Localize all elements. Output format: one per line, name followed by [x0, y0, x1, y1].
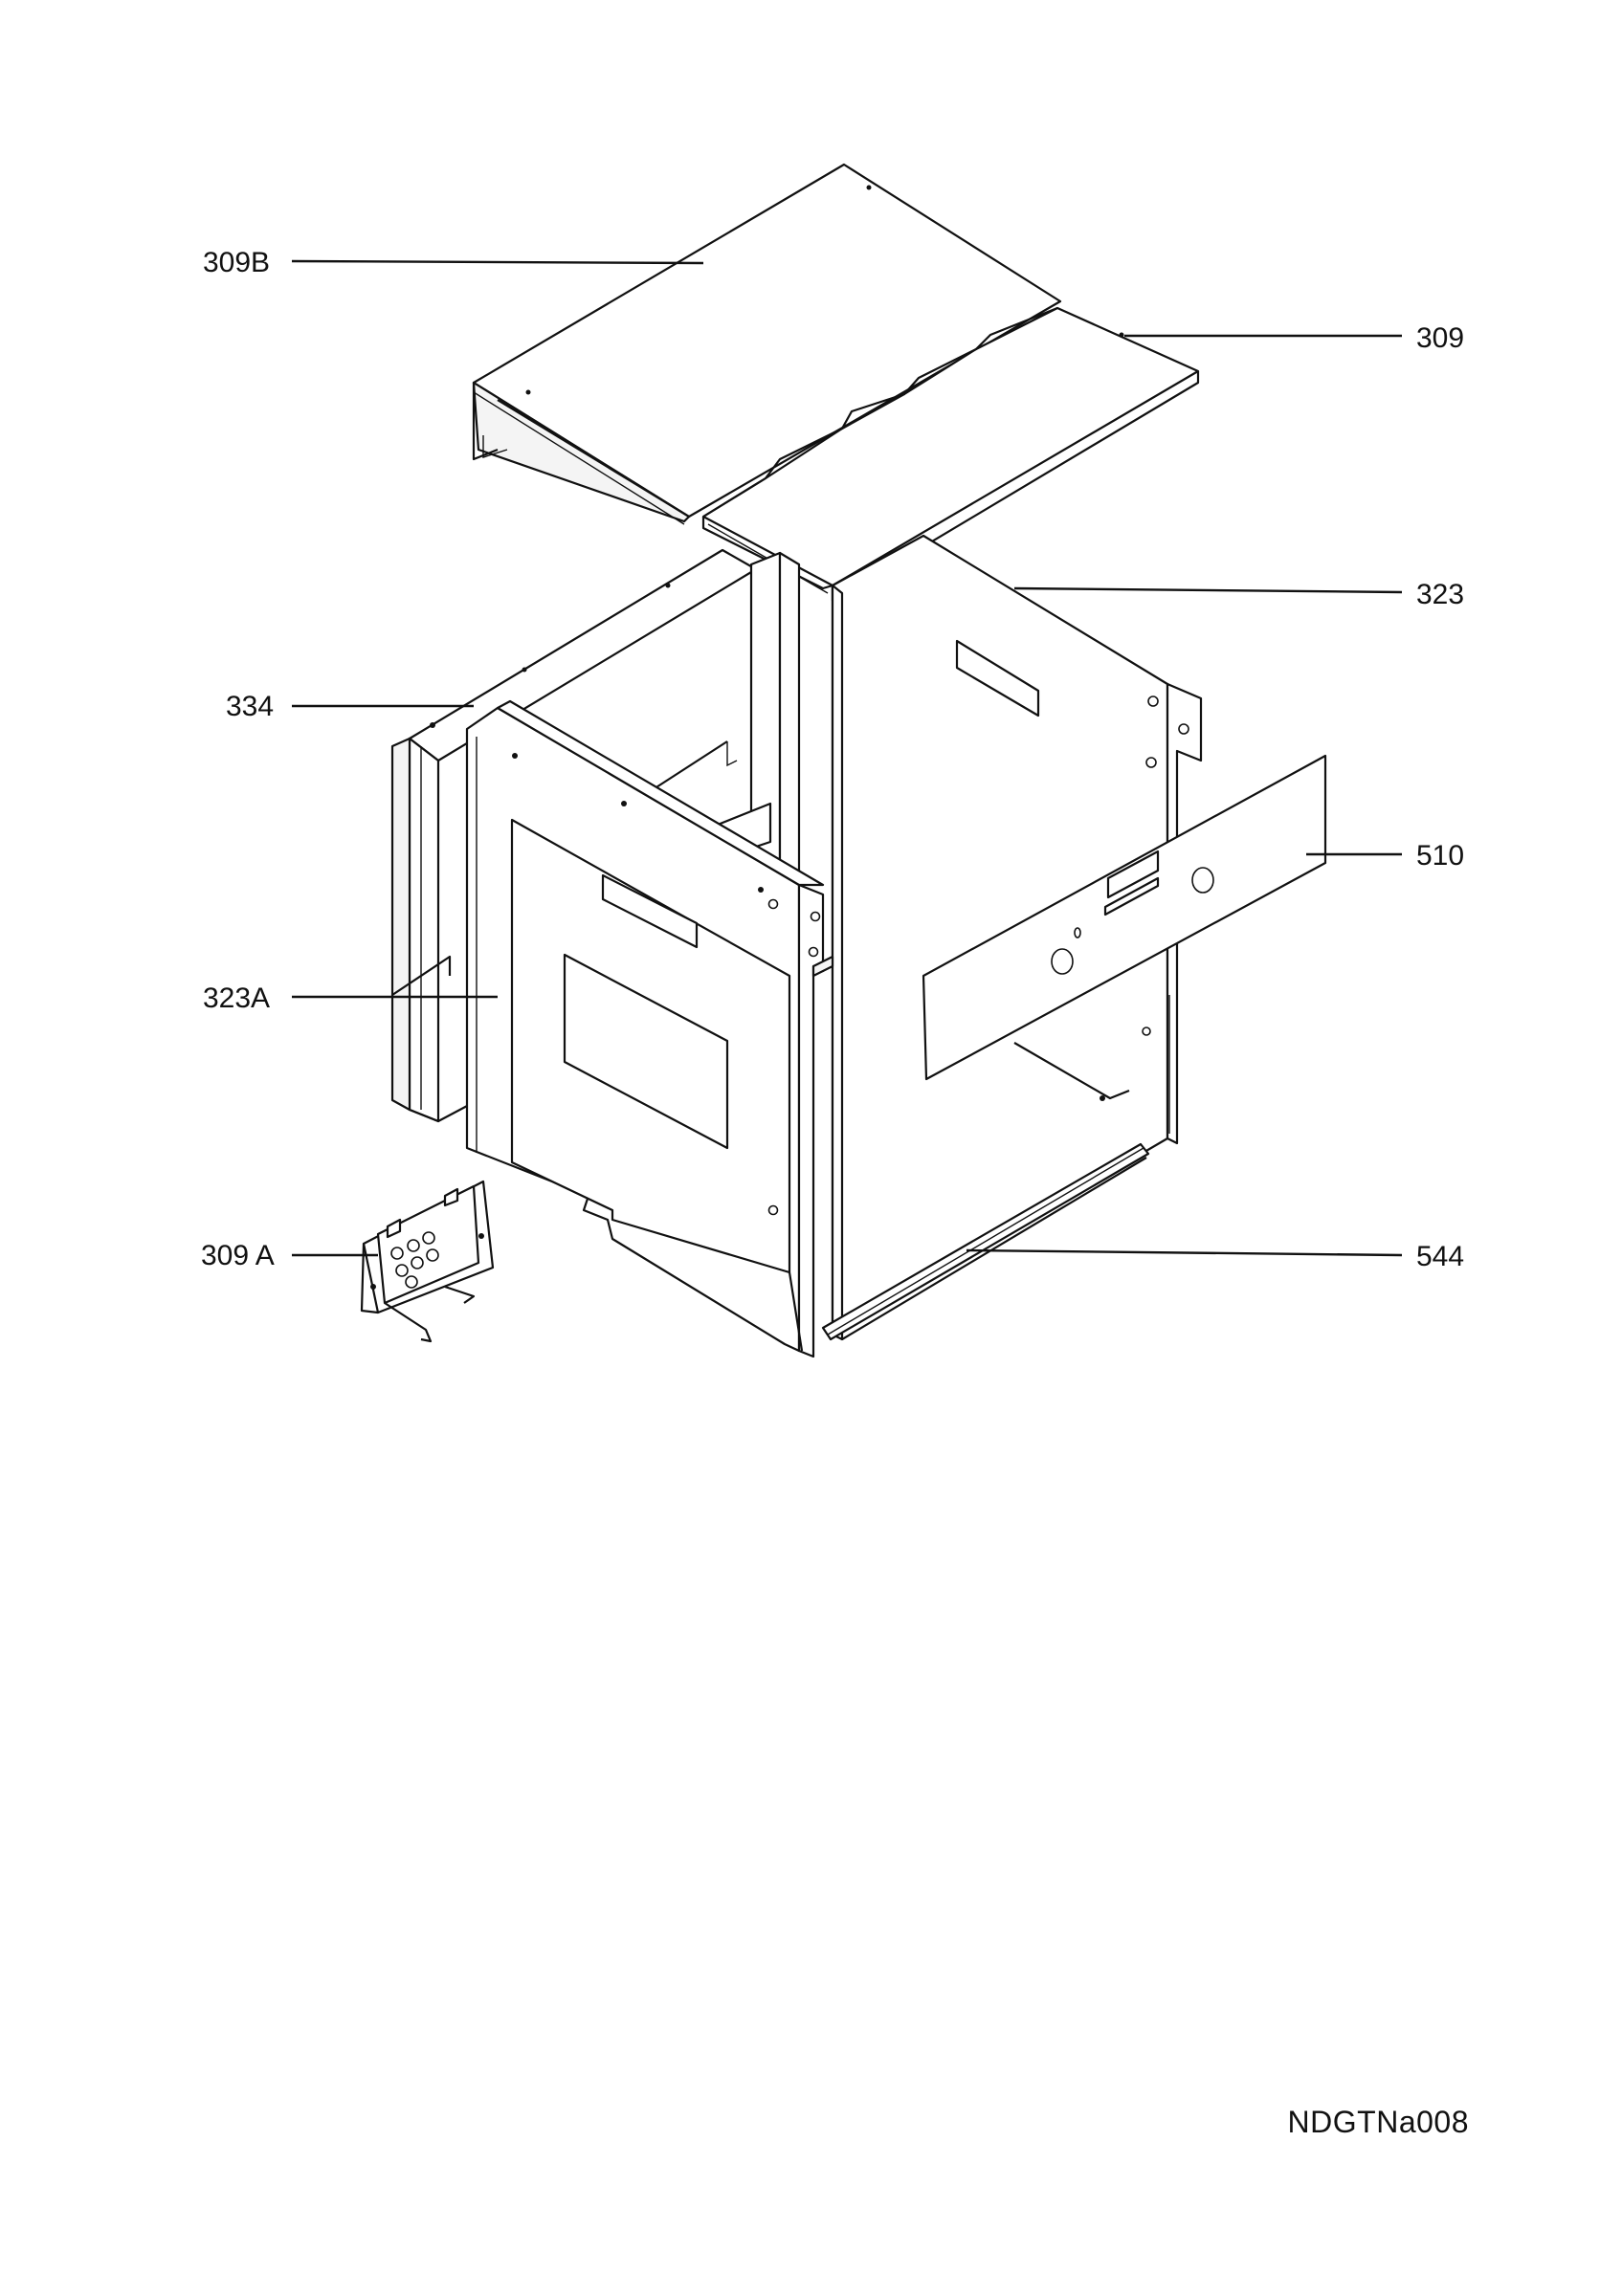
part-back-post	[644, 551, 801, 901]
document-code: NDGTNa008	[1287, 2105, 1469, 2139]
callout-544: 544	[1416, 1241, 1464, 1272]
leader-323	[1013, 586, 1403, 594]
callout-323: 323	[1416, 579, 1464, 610]
callout-510: 510	[1416, 840, 1464, 872]
leader-309B	[291, 259, 704, 265]
part-309A-bracket	[360, 1180, 495, 1343]
part-510-control-strip	[922, 754, 1327, 1081]
part-544-bottom	[821, 1142, 1150, 1341]
callout-334: 334	[226, 691, 274, 722]
callout-309B: 309B	[203, 247, 270, 278]
leader-lines	[291, 259, 1403, 1257]
part-309B-top-cover	[472, 163, 1062, 525]
part-309-top-cover	[701, 306, 1200, 603]
callout-309: 309	[1416, 322, 1464, 354]
callout-labels: 309B 309 323 334 510 323A 309 A 544	[201, 247, 1464, 1272]
callout-309A: 309 A	[201, 1240, 275, 1271]
callout-323A: 323A	[203, 982, 270, 1014]
part-323A-left-side-panel	[465, 699, 834, 1358]
leader-544	[966, 1248, 1403, 1257]
